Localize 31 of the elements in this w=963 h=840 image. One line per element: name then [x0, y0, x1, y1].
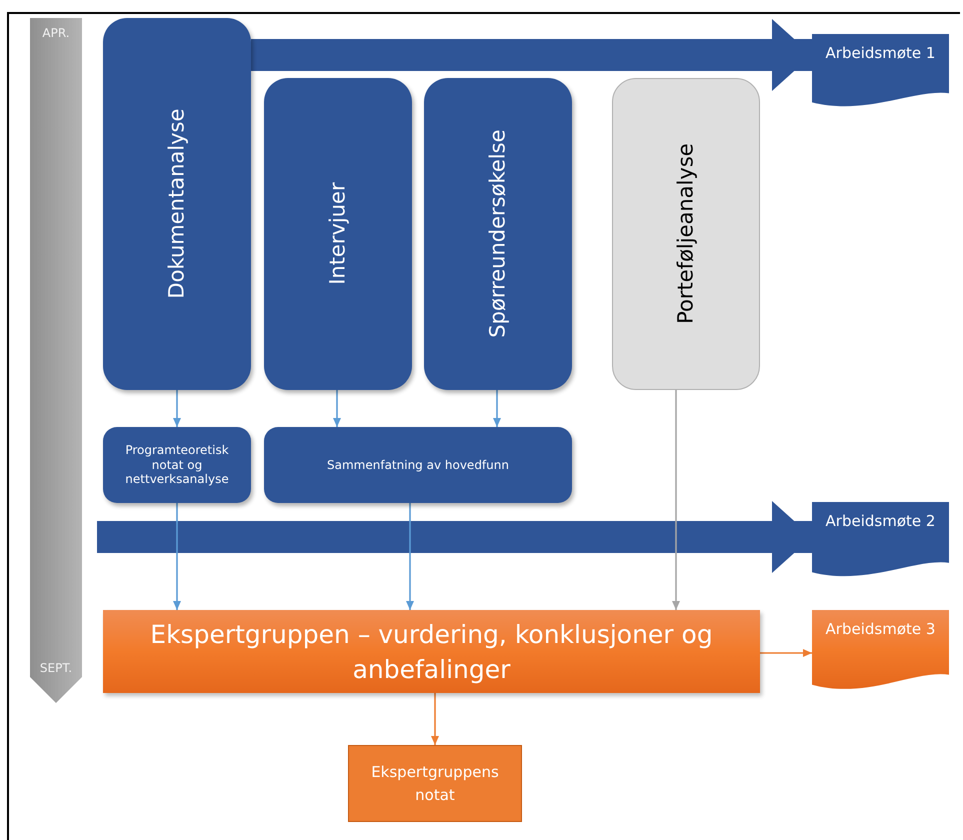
block-arrow	[251, 19, 812, 91]
month-label: SEPT.	[38, 660, 74, 675]
node-label: Ekspertgruppens notat	[370, 762, 500, 806]
node-label: Arbeidsmøte 1	[826, 43, 936, 64]
node-label: Intervjuer	[325, 182, 350, 286]
block-arrow	[97, 501, 812, 573]
process-box	[103, 18, 251, 390]
process-box	[612, 78, 760, 390]
process-box	[348, 745, 522, 822]
process-box	[264, 427, 572, 503]
process-box	[264, 78, 412, 390]
node-label: Arbeidsmøte 2	[826, 511, 936, 532]
node-label: Spørreundersøkelse	[485, 130, 510, 338]
node-label: Ekspertgruppen – vurdering, konklusjoner og anbefalinger	[149, 618, 714, 686]
arrow	[431, 693, 439, 745]
arrow	[672, 390, 680, 610]
process-box	[103, 427, 251, 503]
arrow	[760, 649, 812, 657]
process-box	[424, 78, 572, 390]
arrow	[333, 390, 341, 427]
node-label: Porteføljeanalyse	[673, 144, 698, 324]
node-label: Sammenfatning av hovedfunn	[326, 458, 510, 472]
node-label: Dokumentanalyse	[164, 109, 190, 299]
node-label: Programteoretisk notat og nettverksanalyse	[124, 443, 230, 487]
month-label: APR.	[41, 26, 71, 40]
arrow	[173, 390, 181, 427]
process-box	[103, 610, 760, 693]
arrow	[173, 503, 181, 610]
arrow	[406, 503, 414, 610]
node-label: Arbeidsmøte 3	[826, 619, 936, 640]
arrow	[493, 390, 501, 427]
